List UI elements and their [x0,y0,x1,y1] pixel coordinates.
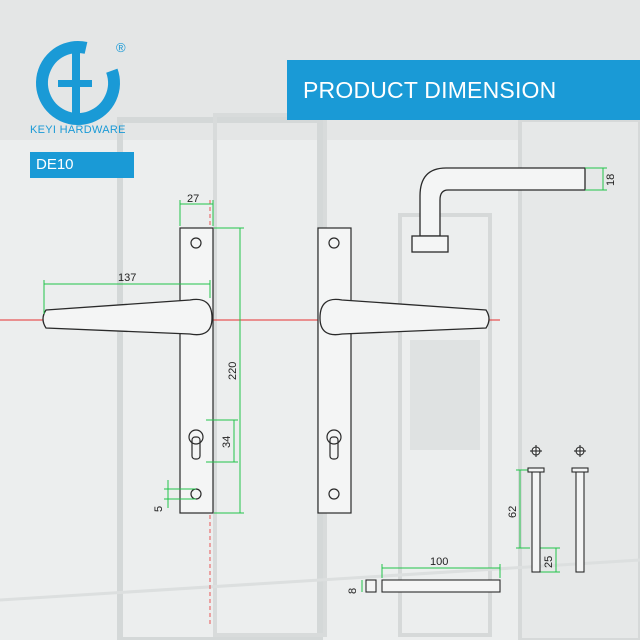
screw-left [527,445,545,573]
keyi-logo: ® [36,40,126,125]
right-lever [319,298,490,336]
spindle [365,579,501,593]
dimension-lines [43,167,607,592]
right-handle-plate [317,227,352,514]
model-badge: DE10 [30,152,134,178]
dim-screw-thread: 25 [543,556,555,568]
screw-right [571,445,589,573]
registered-mark: ® [116,40,126,55]
title-banner: PRODUCT DIMENSION [287,60,640,120]
lever-side-view [411,167,586,253]
dim-keyhole-height: 34 [221,436,233,448]
dim-lever-length: 137 [118,272,136,284]
dim-plate-height: 220 [227,362,239,380]
dim-spindle-square: 8 [347,588,359,594]
brand-name: KEYI HARDWARE [30,124,126,136]
left-lever [42,298,213,336]
dim-spindle-length: 100 [430,556,448,568]
dim-plate-width: 27 [187,193,199,205]
dim-screw-length: 62 [507,506,519,518]
dim-lever-thickness: 18 [605,174,617,186]
dim-screw-offset: 5 [153,506,165,512]
left-handle-plate [179,227,214,514]
